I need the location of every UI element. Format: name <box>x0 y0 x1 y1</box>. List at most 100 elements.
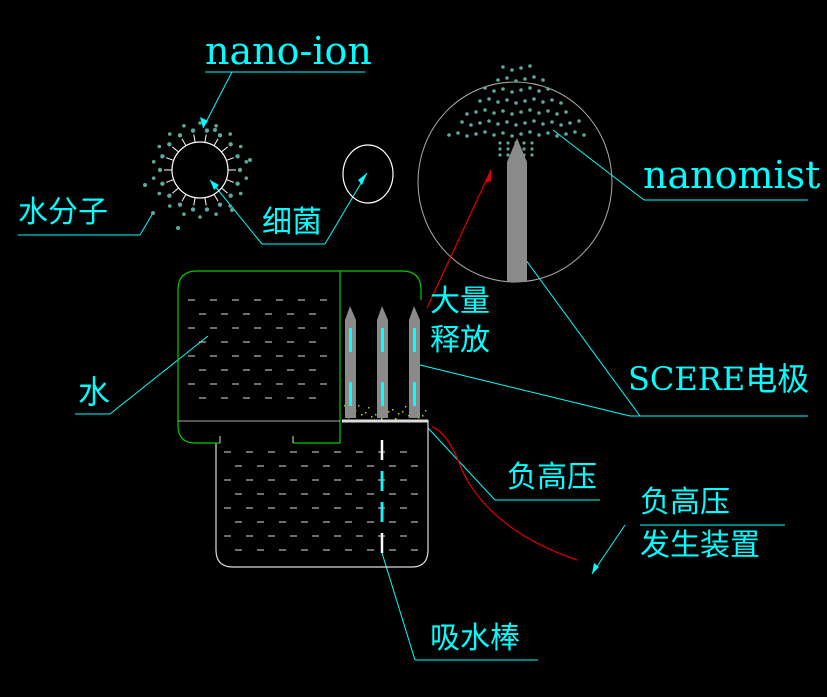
rod-leader <box>381 552 416 661</box>
nanomist-dot <box>501 131 505 135</box>
nanomist-dot <box>528 108 532 112</box>
nanomist-dot <box>498 141 502 145</box>
nanomist-dot <box>541 100 545 104</box>
nanomist-bubble <box>417 64 613 283</box>
nanomist-dot <box>573 130 577 134</box>
discharge-speck <box>422 415 424 417</box>
water-molecule-dot <box>230 208 234 212</box>
nanomist-dot <box>532 97 536 101</box>
water-molecule-dot <box>167 142 172 147</box>
ion-spoke <box>226 179 234 183</box>
nanomist-dot <box>519 110 523 114</box>
nano-ion-cluster <box>143 121 252 230</box>
nanomist-dot <box>501 65 505 69</box>
nanomist-dot <box>546 131 550 135</box>
electrode-1 <box>345 306 356 418</box>
nanomist-dot <box>546 87 550 91</box>
nanomist-dot <box>528 86 532 90</box>
water-molecule-dot <box>228 204 233 208</box>
nanomist-dot <box>514 79 518 83</box>
water-molecule-dot <box>177 133 183 138</box>
nanomist-dot <box>498 147 502 151</box>
generator-label-1: 负高压 <box>640 485 730 520</box>
water-molecule-dot <box>213 128 217 132</box>
ion-spoke <box>193 134 196 143</box>
nano-ion-label: nano-ion <box>205 29 372 73</box>
magnified-electrode <box>507 138 527 282</box>
discharge-speck <box>425 410 427 412</box>
nanomist-dot <box>474 132 478 136</box>
water-molecule-leader <box>139 212 154 236</box>
water-molecule-dot <box>157 167 163 173</box>
nanomist-dot <box>532 119 536 123</box>
nanomist-dot <box>487 97 491 101</box>
scere-electrode-label: SCERE电极 <box>628 360 809 398</box>
nanomist-dot <box>537 89 541 93</box>
water-molecule-dot <box>167 132 172 136</box>
nanomist-dot <box>564 132 568 136</box>
nano-ion-spokes <box>164 134 236 206</box>
nanomist-dot <box>541 78 545 82</box>
nanomist-dot <box>559 123 563 127</box>
discharge-speck <box>402 411 404 413</box>
nanomist-dot <box>555 134 559 138</box>
water-molecule-dot <box>235 181 240 186</box>
nanomist-dot <box>447 133 451 137</box>
nanomist-dot <box>505 98 509 102</box>
discharge-speck <box>358 405 360 407</box>
nanomist-dot <box>555 112 559 116</box>
nanomist-dot <box>564 110 568 114</box>
nanomist-dot <box>506 153 510 157</box>
water-molecule-dot <box>176 226 180 230</box>
discharge-speck <box>368 407 370 409</box>
nanomist-dot <box>501 87 505 91</box>
generator-label-2: 发生装置 <box>640 528 760 563</box>
nanomist-dot <box>532 75 536 79</box>
water-molecule-dot <box>244 176 249 180</box>
water-tank <box>177 270 429 568</box>
bacteria-leader-2 <box>324 172 368 245</box>
discharge-speck <box>365 412 367 414</box>
nanomist-dot <box>519 66 523 70</box>
ion-spoke <box>221 187 228 194</box>
nanomist-dot <box>519 88 523 92</box>
water-molecule-dot <box>151 160 156 164</box>
water-molecule-dot <box>217 133 223 138</box>
water-molecule-dot <box>151 211 155 215</box>
water-rod-label: 吸水棒 <box>430 621 520 656</box>
ion-spoke <box>172 187 179 194</box>
nanomist-dot <box>519 132 523 136</box>
water-molecule-dot <box>237 167 243 173</box>
water-molecule-dot <box>217 202 223 207</box>
scere-electrodes <box>345 306 420 418</box>
nanomist-dot <box>528 130 532 134</box>
nanomist-dot <box>478 99 482 103</box>
nanomist-dot <box>514 123 518 127</box>
release-red-line <box>426 169 492 309</box>
nanomist-dot <box>523 99 527 103</box>
water-molecule-dot <box>182 124 186 128</box>
ion-spoke <box>181 138 187 147</box>
nanomist-leader <box>552 129 645 201</box>
nano-ion-arrow-icon <box>200 117 208 128</box>
nhv-leader <box>427 427 496 501</box>
water-molecule-dot <box>143 183 147 187</box>
ion-spoke <box>213 193 219 202</box>
water-molecule-dot <box>167 193 172 198</box>
water-molecule-dot <box>198 121 202 125</box>
water-molecule-dot <box>228 193 233 198</box>
nanomist-dots <box>447 64 586 157</box>
nanomist-dot <box>522 147 526 151</box>
nanomist-dot <box>510 134 514 138</box>
nanomist-dot <box>550 98 554 102</box>
water-molecule-dot <box>167 204 172 208</box>
discharge-speck <box>375 414 377 416</box>
bacteria-label: 细菌 <box>262 205 322 240</box>
nanomist-dot <box>530 153 534 157</box>
nanomist-dot <box>577 119 581 123</box>
nanomist-dot <box>506 141 510 145</box>
water-molecule-dot <box>157 144 162 149</box>
nanomist-dot <box>492 133 496 137</box>
